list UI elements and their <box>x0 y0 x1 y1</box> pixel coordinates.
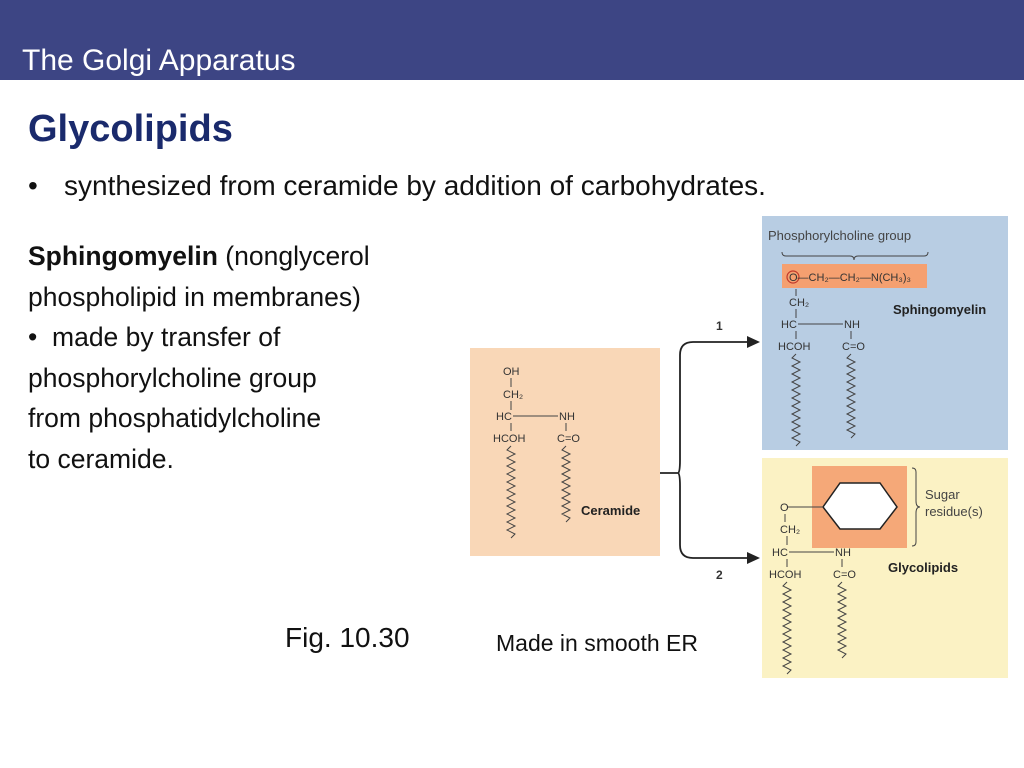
ceramide-chain-2 <box>560 445 572 523</box>
ceramide-structure: OH CH₂ HC NH HCOH C=O Ceramide <box>493 366 640 539</box>
sphingomyelin-co: C=O <box>842 341 865 353</box>
glycolipid-structure: Sugar residue(s) O CH₂ HC NH HCOH C=O Gl… <box>769 466 983 675</box>
sphingomyelin-ch2: CH₂ <box>789 297 809 309</box>
sub-bullet-symbol: • <box>28 322 38 352</box>
glycolipid-ch2: CH₂ <box>780 524 800 536</box>
sphingomyelin-hc: HC <box>781 319 797 331</box>
glycolipid-hcoh: HCOH <box>769 569 801 581</box>
body-line-2: phospholipid in membranes) <box>28 281 361 312</box>
sugar-label-1: Sugar <box>925 487 960 502</box>
made-in-note: Made in smooth ER <box>496 630 698 656</box>
sphingomyelin-term: Sphingomyelin <box>28 241 218 271</box>
glycolipid-hc: HC <box>772 547 788 559</box>
sphingomyelin-panel <box>762 216 1008 450</box>
sphingomyelin-nh: NH <box>844 319 860 331</box>
glycolipid-co: C=O <box>833 569 856 581</box>
sphingomyelin-structure: Phosphorylcholine group O—CH₂—CH₂—N(CH₃)… <box>768 228 986 447</box>
sphingomyelin-chain-2 <box>845 353 857 439</box>
phosphorylcholine-group-label: Phosphorylcholine group <box>768 228 911 243</box>
ceramide-hcoh: HCOH <box>493 433 525 445</box>
glycolipid-chain-2 <box>836 581 848 659</box>
ceramide-co: C=O <box>557 433 580 445</box>
ceramide-hc: HC <box>496 411 512 423</box>
ceramide-nh: NH <box>559 411 575 423</box>
sphingomyelin-hcoh: HCOH <box>778 341 810 353</box>
bullet-symbol: • <box>28 170 38 201</box>
ceramide-chain-1 <box>505 445 517 539</box>
body-line-3: made by transfer of <box>52 322 281 352</box>
body-line-6: to ceramide. <box>28 443 174 474</box>
arrow-head-1 <box>747 336 760 348</box>
body-line-5: from phosphatidylcholine <box>28 403 322 433</box>
sphingomyelin-chain-1 <box>790 353 802 447</box>
phosphorylcholine-highlight <box>782 264 927 288</box>
sphingomyelin-label: Sphingomyelin <box>893 302 986 317</box>
ceramide-ch2: CH₂ <box>503 389 523 401</box>
arrow-head-2 <box>747 552 760 564</box>
glycolipid-nh: NH <box>835 547 851 559</box>
slide-title: The Golgi Apparatus <box>22 44 296 77</box>
branch-arrows: 1 2 <box>660 319 760 582</box>
glycolipid-chain-1 <box>781 581 793 675</box>
ceramide-label: Ceramide <box>581 503 640 518</box>
section-heading: Glycolipids <box>28 108 233 150</box>
bullet-text: synthesized from ceramide by addition of… <box>64 170 766 201</box>
glycolipid-label: Glycolipids <box>888 560 958 575</box>
sugar-label-2: residue(s) <box>925 504 983 519</box>
body-line-1: (nonglycerol <box>217 241 370 271</box>
phosphorylcholine-formula: O—CH₂—CH₂—N(CH₃)₃ <box>789 272 911 284</box>
main-bullet: • synthesized from ceramide by addition o… <box>28 168 766 204</box>
ceramide-oh: OH <box>503 366 520 378</box>
glycolipid-o: O <box>780 502 789 514</box>
arrow-2-label: 2 <box>716 568 723 582</box>
sphingomyelin-description: Sphingomyelin (nonglycerol phospholipid … <box>28 236 370 479</box>
arrow-1-label: 1 <box>716 319 723 333</box>
figure-caption: Fig. 10.30 <box>285 622 410 653</box>
body-line-4: phosphorylcholine group <box>28 362 317 393</box>
header-bar <box>0 0 1024 80</box>
